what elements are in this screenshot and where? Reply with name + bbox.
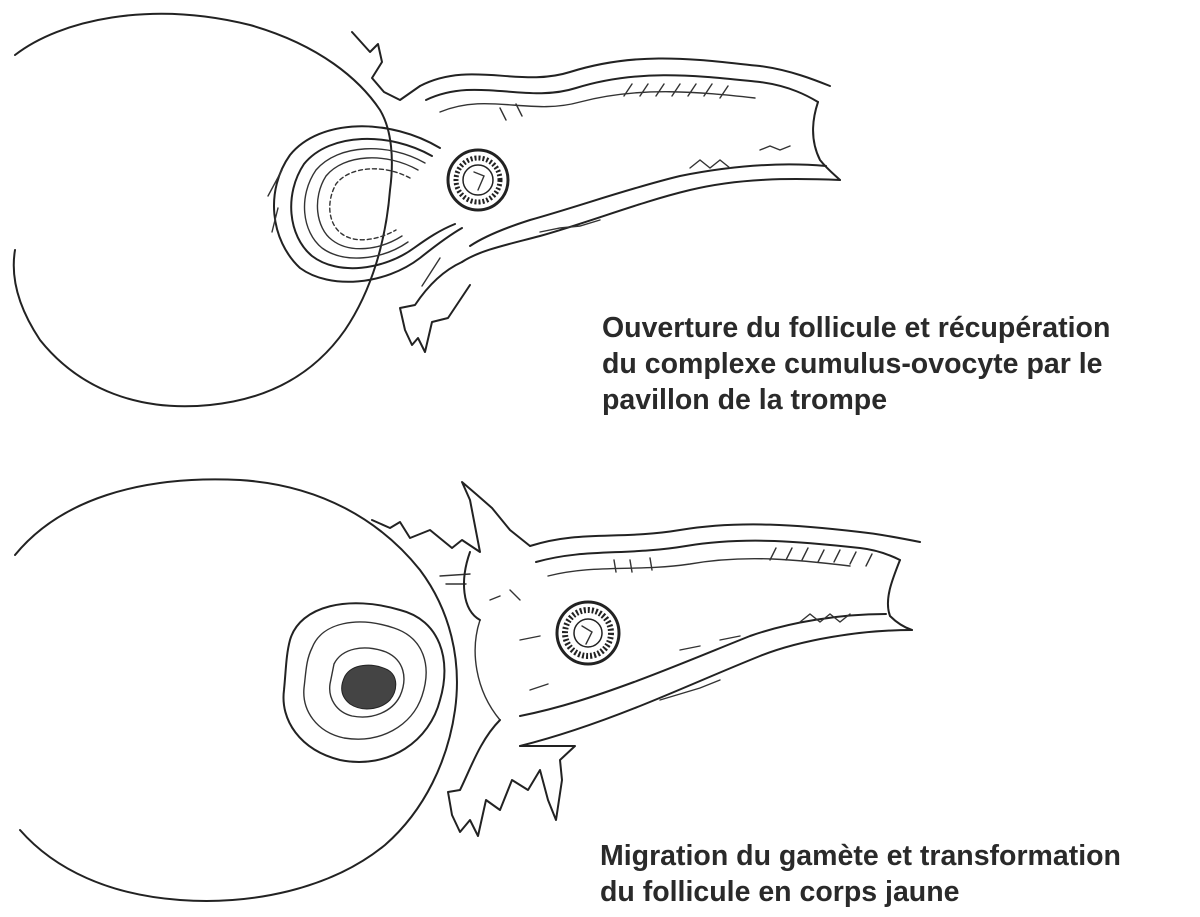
caption-follicle-opening: Ouverture du follicule et récupération d… (602, 310, 1110, 418)
caption-top-line-2: du complexe cumulus-ovocyte par le (602, 346, 1110, 382)
oocyte-bottom (557, 602, 619, 664)
oocyte-top (448, 150, 508, 210)
ruptured-follicle (268, 126, 462, 281)
corpus-luteum (283, 603, 444, 762)
fallopian-tube-top (352, 32, 840, 352)
caption-gamete-migration: Migration du gamète et transformation du… (600, 838, 1121, 910)
ovary-top (14, 14, 392, 406)
fallopian-tube-bottom (372, 482, 920, 836)
caption-bottom-line-2: du follicule en corps jaune (600, 874, 1121, 910)
caption-bottom-line-1: Migration du gamète et transformation (600, 838, 1121, 874)
caption-top-line-3: pavillon de la trompe (602, 382, 1110, 418)
caption-top-line-1: Ouverture du follicule et récupération (602, 310, 1110, 346)
